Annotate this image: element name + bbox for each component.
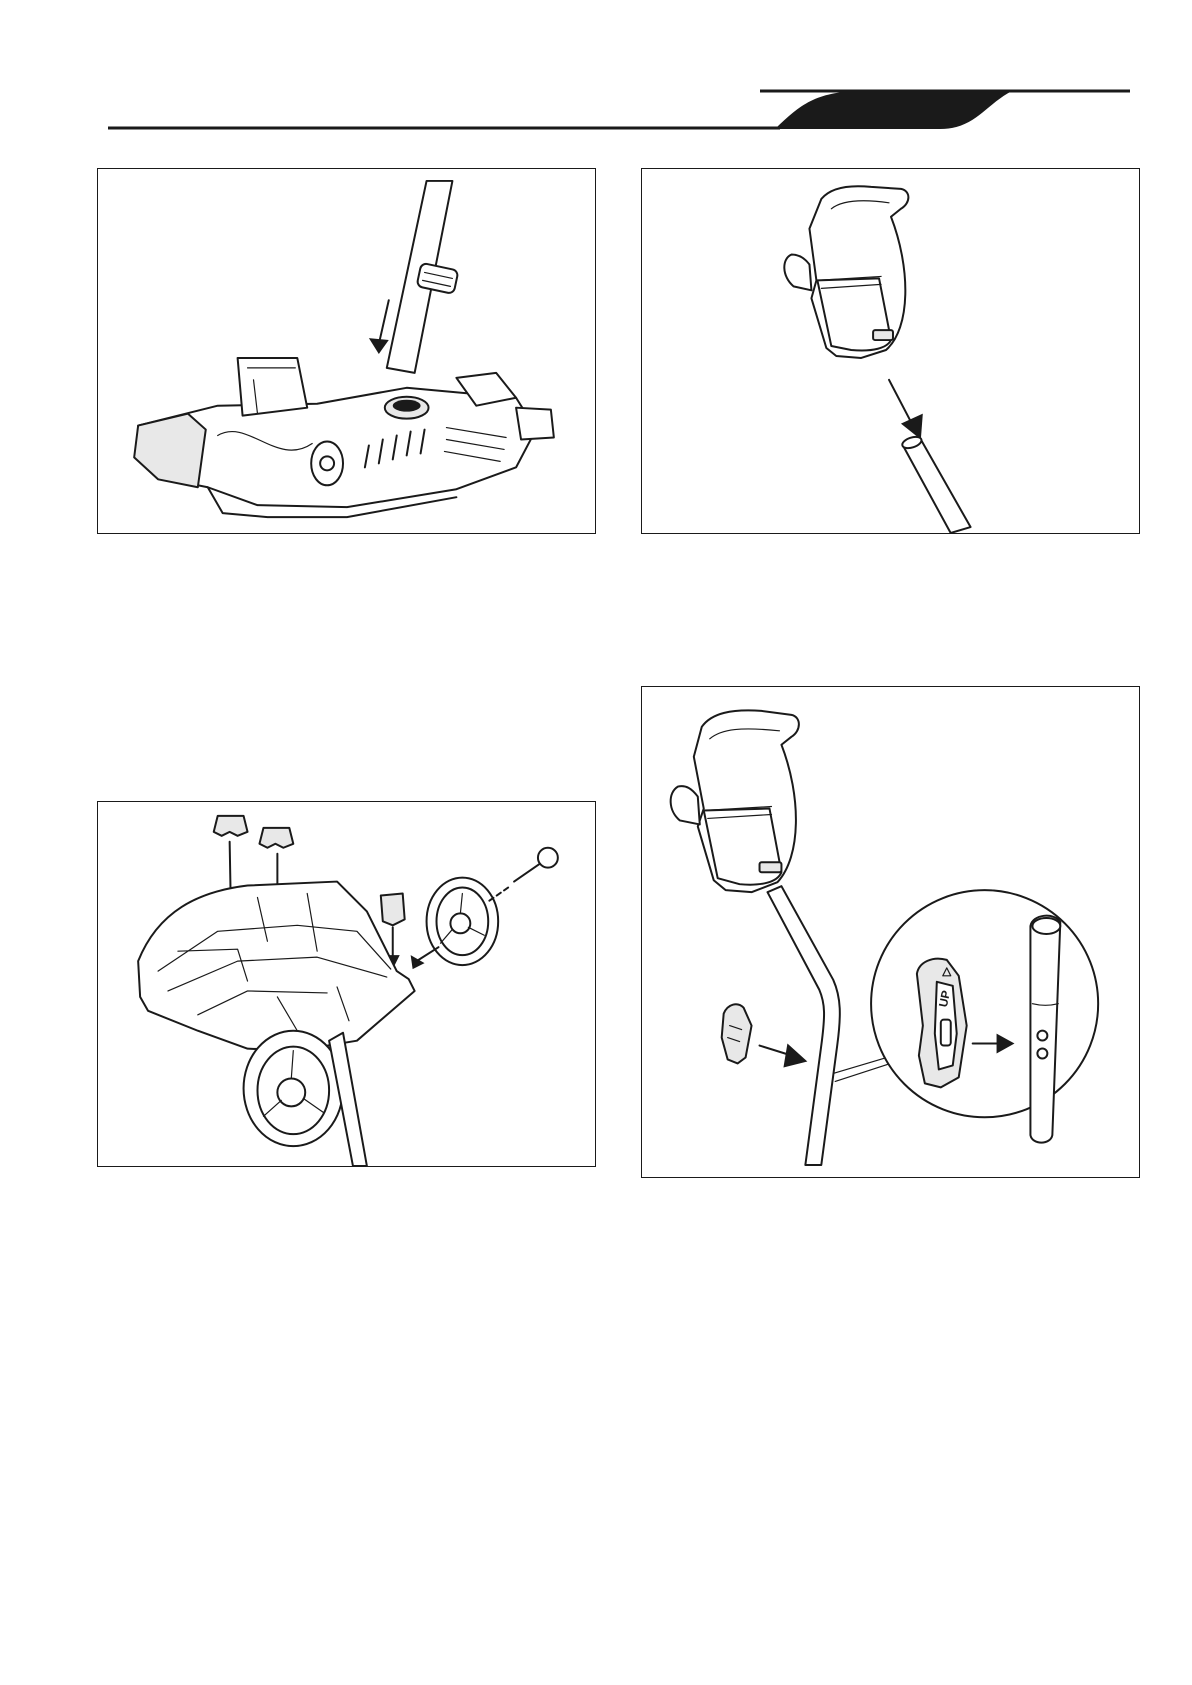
header-tab [775,91,1012,129]
clip-icon [259,828,293,848]
handle-onto-pole-illustration [642,169,1139,533]
clips-and-wheels-installation-illustration [98,802,595,1166]
clip-icon [381,893,405,925]
header [0,0,1192,140]
pole-into-cleaner-head-illustration [98,169,595,533]
clip-icon [722,1004,752,1063]
figure-handle-clip-assembly: UP [641,686,1140,1178]
figure-clips-and-wheels [97,801,596,1167]
figure-pole-into-head [97,168,596,534]
header-graphic [0,0,1192,140]
figure-handle-onto-pole [641,168,1140,534]
clip-icon [214,816,248,836]
handle-clip-assembly-illustration: UP [642,687,1139,1177]
